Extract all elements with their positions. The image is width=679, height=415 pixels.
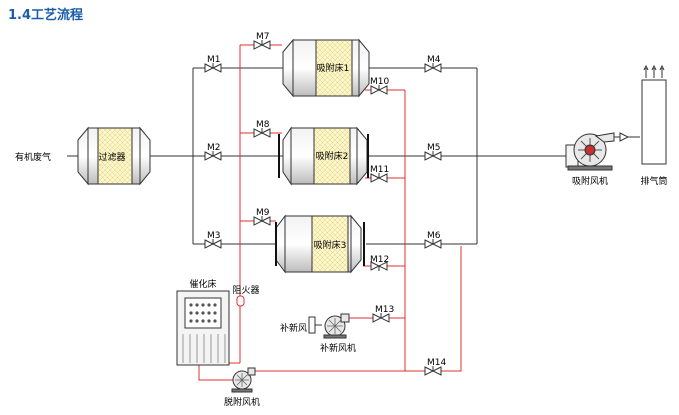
valve-m9-label: M9 [256,208,270,218]
adsorption-fan: 吸附风机 [565,132,615,187]
valve-m6[interactable]: M6 [424,231,442,249]
valve-m7-label: M7 [256,32,270,42]
fresh-air-fan: 补新风机 [320,313,356,354]
stack-label: 排气筒 [640,175,667,187]
valve-m8[interactable]: M8 [253,120,271,138]
desorption-fan: 脱附风机 [224,367,260,408]
adsorption-fan-label: 吸附风机 [572,175,608,187]
adsorption-bed-2: 吸附床2 [278,126,369,186]
adsorption-bed-3: 吸附床3 [275,214,365,274]
valve-m5[interactable]: M5 [424,143,442,161]
valve-m8-label: M8 [256,120,270,130]
flame-arrester-label: 阻火器 [232,285,259,296]
valve-m2[interactable]: M2 [204,143,222,161]
adsorption-bed-1: 吸附床1 [282,38,370,98]
valve-m11[interactable]: M11 [370,165,389,183]
fresh-air-inlet: 补新风 [280,316,322,334]
fresh-air-label: 补新风 [280,322,307,334]
valve-m4-label: M4 [427,55,441,65]
catalytic-bed-label: 催化床 [189,278,216,290]
valve-m2-label: M2 [207,143,221,153]
valve-m12[interactable]: M12 [370,255,389,271]
valve-m14-label: M14 [427,358,446,368]
valve-m4[interactable]: M4 [424,55,442,73]
valve-m3[interactable]: M3 [204,231,222,249]
valve-m3-label: M3 [207,231,221,241]
valve-m10-label: M10 [370,77,389,87]
inlet-label: 有机废气 [15,151,51,163]
flame-arrester: 阻火器 [232,285,260,307]
valve-m5-label: M5 [427,143,441,153]
filter: 过滤器 [77,126,151,186]
valve-m7[interactable]: M7 [253,32,271,50]
valve-m1[interactable]: M1 [204,55,222,73]
bed2-label: 吸附床2 [316,150,349,162]
valve-m11-label: M11 [370,165,389,175]
valve-m10[interactable]: M10 [370,77,389,95]
bed3-label: 吸附床3 [314,239,347,251]
valve-m13[interactable]: M13 [372,305,394,323]
valve-m9[interactable]: M9 [253,208,271,226]
catalytic-bed: 催化床 [176,278,230,366]
desorption-piping [198,44,462,381]
valve-m14[interactable]: M14 [424,358,446,376]
page-title: 1.4工艺流程 [8,8,84,23]
valve-m13-label: M13 [375,305,394,315]
fresh-air-fan-label: 补新风机 [320,342,356,354]
filter-label: 过滤器 [98,151,125,163]
valve-m1-label: M1 [207,55,221,65]
flow-arrow-icon [619,132,630,142]
valve-m6-label: M6 [427,231,441,241]
valve-m12-label: M12 [370,255,389,265]
exhaust-stack: 排气筒 [640,64,668,187]
desorption-fan-label: 脱附风机 [224,396,260,408]
bed1-label: 吸附床1 [317,62,350,74]
